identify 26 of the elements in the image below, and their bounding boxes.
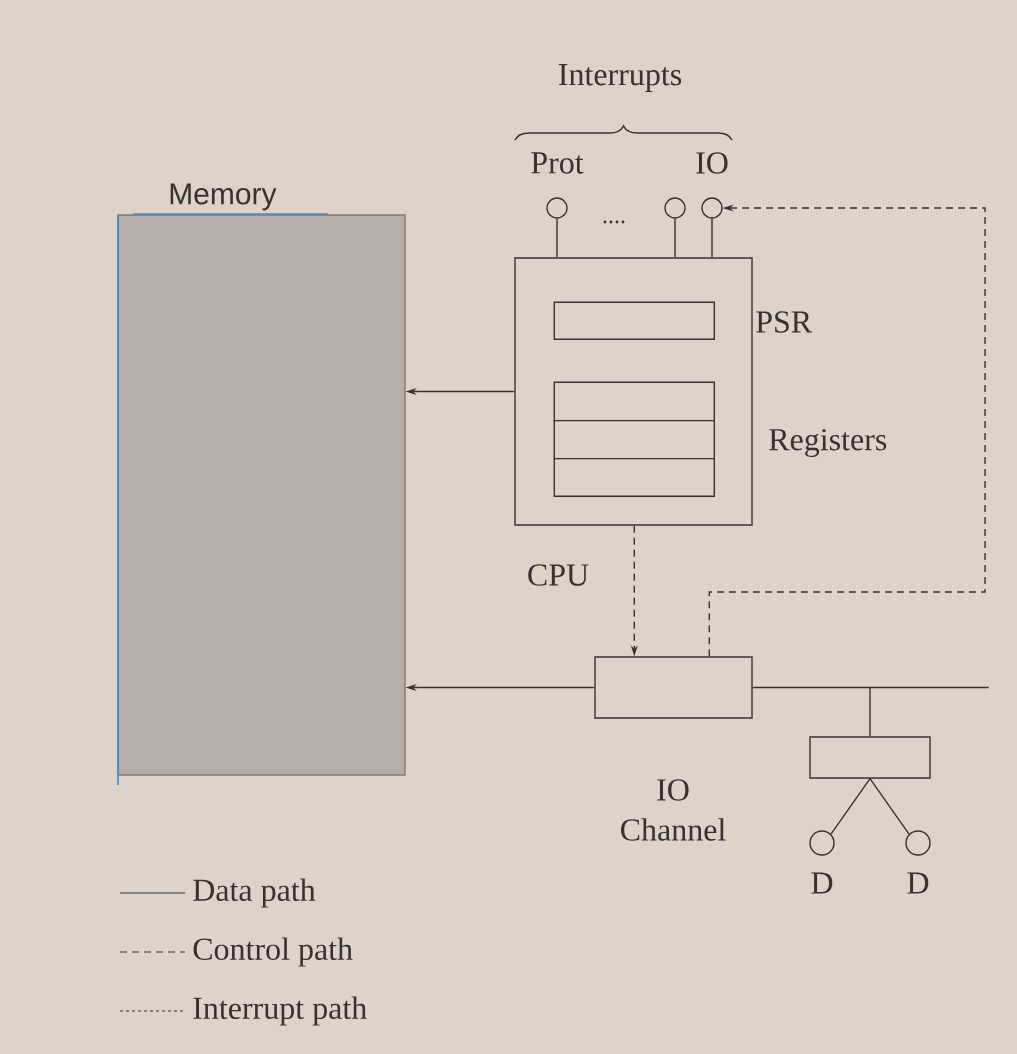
connector-line: [711, 218, 713, 258]
node-label: PSR: [756, 311, 813, 333]
node-label: D: [907, 872, 929, 894]
memory-box: Memory: [117, 183, 406, 786]
register-box: PSR: [553, 301, 813, 340]
node-label: Registers: [769, 428, 887, 458]
controller-box: [809, 736, 931, 779]
node-label: CPU: [528, 564, 589, 586]
node-label: D: [811, 872, 833, 894]
io-channel-box: IO Channel: [594, 656, 753, 841]
node-label: Prot: [531, 152, 584, 174]
connector-line: [830, 778, 871, 835]
group-label: Interrupts: [558, 64, 682, 92]
node-label: IO: [696, 152, 728, 174]
legend-text: Interrupt path: [193, 996, 367, 1026]
legend-text: Data path: [193, 878, 316, 908]
ellipsis: ....: [603, 220, 625, 224]
terminal-circle: [664, 197, 686, 219]
connector-line: [869, 778, 910, 835]
connector-line: [556, 218, 558, 258]
bus-line: [752, 686, 990, 737]
node-label: Memory: [170, 183, 277, 211]
legend-text: Control path: [193, 937, 353, 967]
node-label: IO Channel: [621, 779, 726, 841]
connector-line: [674, 218, 676, 258]
register-stack: Registers: [552, 381, 887, 497]
